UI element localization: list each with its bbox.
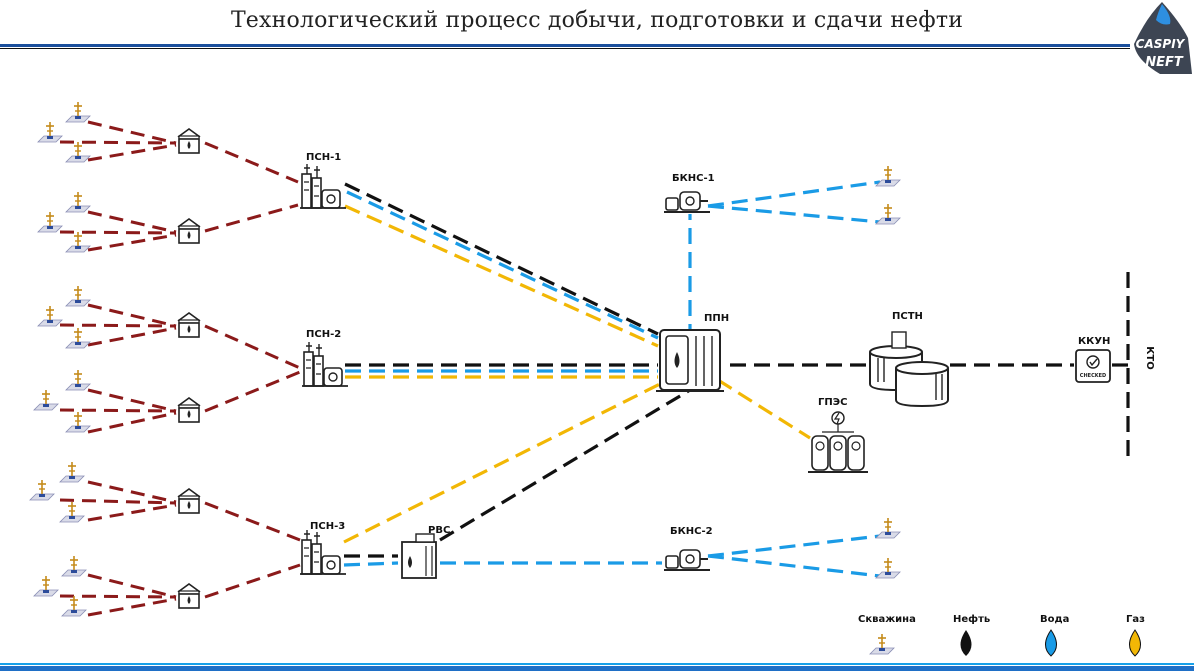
gpes-icon <box>808 411 868 473</box>
legend-well-icon <box>869 633 895 655</box>
legend-water-label: Вода <box>1040 614 1069 625</box>
legend-well-label: Скважина <box>858 614 916 625</box>
ppn-icon <box>656 329 724 392</box>
ppn-label: ППН <box>704 313 729 324</box>
legend-oil-drop-icon <box>960 630 972 656</box>
logo-text-top: CASPIY <box>1136 37 1186 51</box>
rvs-icon <box>401 533 437 579</box>
header-divider <box>0 44 1130 47</box>
gas-lines <box>343 204 811 544</box>
bkns1-label: БКНС-1 <box>672 173 715 184</box>
page-title: Технологический процесс добычи, подготов… <box>230 8 964 33</box>
bkns1-icon <box>663 191 711 213</box>
legend-gas-label: Газ <box>1126 614 1145 625</box>
well-lines <box>59 120 301 617</box>
psn3-label: ПСН-3 <box>310 521 345 532</box>
bkns2-label: БКНС-2 <box>670 526 713 537</box>
logo-text-bottom: NEFT <box>1145 55 1184 70</box>
pstn-icon <box>869 331 949 408</box>
legend-water-drop-icon <box>1045 629 1057 657</box>
kto-label: КТО <box>1144 346 1155 370</box>
bkns2-icon <box>663 549 711 571</box>
gpes-label: ГПЭС <box>818 397 847 408</box>
psn1-icon <box>299 163 347 209</box>
kkun-icon: CHECKED <box>1075 349 1111 383</box>
footer-stripe <box>0 663 1194 665</box>
kkun-label: ККУН <box>1078 336 1110 347</box>
pstn-label: ПСТН <box>892 311 923 322</box>
well-icons <box>29 101 901 617</box>
psn1-label: ПСН-1 <box>306 152 341 163</box>
rvs-label: РВС <box>428 525 450 536</box>
psn2-label: ПСН-2 <box>306 329 341 340</box>
legend-oil-label: Нефть <box>953 613 990 625</box>
gathering-units <box>177 128 201 609</box>
company-logo: CASPIY NEFT <box>1134 2 1192 74</box>
psn3-icon <box>299 529 347 575</box>
legend-gas-drop-icon <box>1129 629 1141 657</box>
oil-lines <box>344 182 1130 558</box>
kkun-badge: CHECKED <box>1080 373 1106 379</box>
water-lines <box>343 180 881 578</box>
legend: Скважина Нефть Вода Газ <box>858 613 1145 657</box>
header-divider-thin <box>0 48 1130 49</box>
footer-bar <box>0 666 1194 671</box>
psn2-icon <box>301 341 349 387</box>
